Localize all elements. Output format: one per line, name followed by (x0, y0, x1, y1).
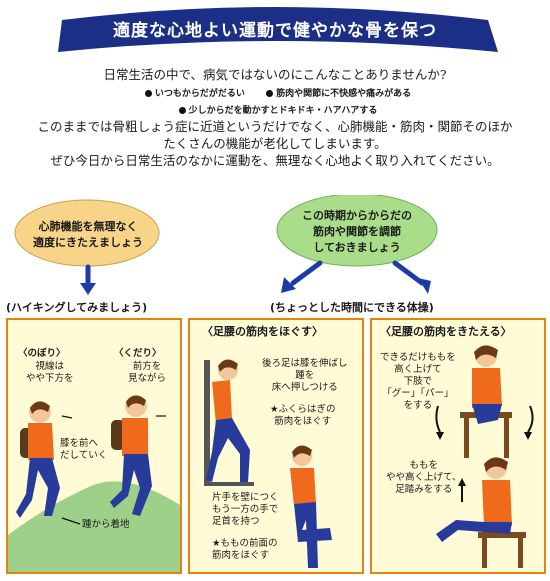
loosen-step2: 片手を壁につく もう一方の手で 足首を持つ (212, 492, 279, 528)
motion-arrows (435, 405, 534, 502)
downhill-desc-line: 見ながら (128, 373, 167, 384)
strengthen-muscles-panel: 〈足腰の筋肉をきたえる〉 できるだけももを 高く上げて 下肢で 「グー」「パー」… (370, 318, 546, 574)
knee-caption-line: だしていく (60, 450, 108, 461)
strengthen-step2-line: 足踏みをする (395, 484, 453, 495)
downhill-desc: 前方を 見ながら (128, 361, 166, 385)
loosen-step2-line: もう一方の手で (212, 504, 279, 515)
strengthen-step1-line: 「グー」「パー」 (382, 388, 454, 399)
oval-graphics (14, 195, 438, 295)
uphill-desc-line: 視線は (35, 361, 65, 372)
strengthen-step1-line: 下肢で (403, 376, 433, 387)
loosen-muscles-panel: 〈足腰の筋肉をほぐす〉 後ろ足は膝を伸ばし 踵を 床へ押しつける ★ふくらはぎの… (188, 318, 364, 574)
intro-block: 日常生活の中で、病気ではないのにこんなことありませんか? いつもからだがだるい … (0, 66, 550, 169)
right-oval-line: この時期からからだの (302, 209, 412, 222)
intro-question: 日常生活の中で、病気ではないのにこんなことありませんか? (103, 67, 447, 82)
bullet-icon (266, 90, 274, 97)
seated-figure-1 (460, 345, 512, 458)
loosen-step1-note-line: 筋肉をほぐす (274, 416, 332, 427)
curved-arrow-icon (527, 405, 534, 433)
loosen-step2-line: 足首を持つ (212, 516, 260, 527)
right-oval-line: 筋肉や関節を調節 (313, 225, 401, 238)
strengthen-step1-line: できるだけももを (380, 352, 456, 363)
loosen-step1-note-line: ★ふくらはぎの (270, 404, 336, 415)
loosen-step2-line: 片手を壁につく (212, 492, 279, 503)
loosen-step1-line: 床へ押しつける (271, 382, 338, 393)
loosen-step2-note-line: ★ももの前面の (212, 538, 278, 549)
loosen-illustration (204, 359, 332, 568)
left-oval: 心肺機能を無理なく 適度にきたえましょう (20, 219, 156, 251)
uphill-desc-line: やや下方を (26, 373, 74, 384)
hiker-down-figure (110, 395, 152, 516)
short-time-label: (ちょっとした時間にできる体操) (270, 301, 434, 314)
bullet-row-2: 少しからだを動かすとドキドキ・ハアハアする (0, 103, 550, 116)
downhill-title: 〈くだり〉 (114, 348, 162, 359)
bullet-row-1: いつもからだがだるい 筋肉や関節に不快感や痛みがある (0, 86, 550, 99)
banner-shape (58, 7, 498, 52)
right-oval-line: しておきましょう (313, 241, 401, 254)
strengthen-step1-line: をする (403, 400, 433, 411)
strengthen-step2: ももを やや高く上げて、 足踏みをする (386, 460, 462, 496)
loosen-step2-note: ★ももの前面の 筋肉をほぐす (212, 538, 278, 562)
bullet-icon (144, 90, 152, 97)
intro-line-1: このままでは骨粗しょう症に近道というだけでなく、心肺機能・筋肉・関節そのほか (37, 119, 513, 134)
bullet-text: 少しからだを動かすとドキドキ・ハアハアする (188, 106, 378, 116)
intro-line-2: たくさんの機能が老化してしまいます。 (163, 136, 387, 151)
seated-figure-2 (436, 457, 526, 568)
hiking-panel: 〈のぼり〉 視線は やや下方を 〈くだり〉 前方を 見ながら 膝を前へ だしてい… (6, 318, 182, 574)
left-oval-line: 適度にきたえましょう (33, 236, 143, 249)
wall-shape (204, 360, 210, 485)
loosen-step2-note-line: 筋肉をほぐす (212, 550, 270, 561)
strengthen-title: 〈足腰の筋肉をきたえる〉 (380, 325, 512, 338)
hiker-up-figure (16, 401, 60, 518)
loosen-step1-note: ★ふくらはぎの 筋肉をほぐす (270, 404, 336, 428)
bullet-text: 筋肉や関節に不快感や痛みがある (276, 89, 412, 99)
loosen-step1-line: 後ろ足は膝を伸ばし (262, 358, 348, 369)
left-oval-line: 心肺機能を無理なく (38, 220, 138, 233)
strengthen-step1: できるだけももを 高く上げて 下肢で 「グー」「パー」 をする (380, 352, 456, 412)
thigh-stretch-figure (290, 445, 332, 568)
page-title: 適度な心地よい運動で健やかな骨を保つ (113, 21, 437, 41)
strengthen-step2-line: やや高く上げて、 (386, 472, 462, 483)
knee-caption-line: 膝を前へ (60, 438, 99, 449)
heel-caption: 踵から着地 (82, 519, 130, 530)
right-oval: この時期からからだの 筋肉や関節を調節 しておきましょう (284, 208, 430, 256)
pointer-lines (61, 415, 166, 525)
arrow-down-right-icon (392, 260, 425, 286)
downhill-desc-line: 前方を (132, 361, 162, 372)
knee-caption: 膝を前へ だしていく (60, 438, 107, 462)
loosen-title: 〈足腰の筋肉をほぐす〉 (202, 325, 323, 338)
calf-stretch-figure (206, 359, 250, 482)
arrow-icons (85, 260, 425, 290)
loosen-step1: 後ろ足は膝を伸ばし 踵を 床へ押しつける (262, 358, 348, 394)
right-oval-shape (276, 195, 438, 267)
bullet-text: いつもからだがだるい (154, 89, 245, 99)
hiking-label: (ハイキングしてみましょう) (6, 301, 148, 314)
curved-arrow-icon (435, 405, 441, 433)
loosen-step1-line: 踵を (295, 370, 315, 381)
uphill-title: 〈のぼり〉 (18, 348, 66, 359)
intro-line-3: ぜひ今日から日常生活のなかに運動を、無理なく心地よく取り入れてください。 (50, 153, 500, 168)
hiking-illustration (8, 395, 180, 572)
strengthen-illustration (435, 345, 534, 568)
uphill-desc: 視線は やや下方を (26, 361, 74, 385)
strengthen-step1-line: 高く上げて (394, 364, 442, 375)
arrow-down-left-icon (290, 260, 323, 286)
bullet-icon (178, 107, 186, 114)
strengthen-step2-line: ももを (409, 460, 439, 471)
